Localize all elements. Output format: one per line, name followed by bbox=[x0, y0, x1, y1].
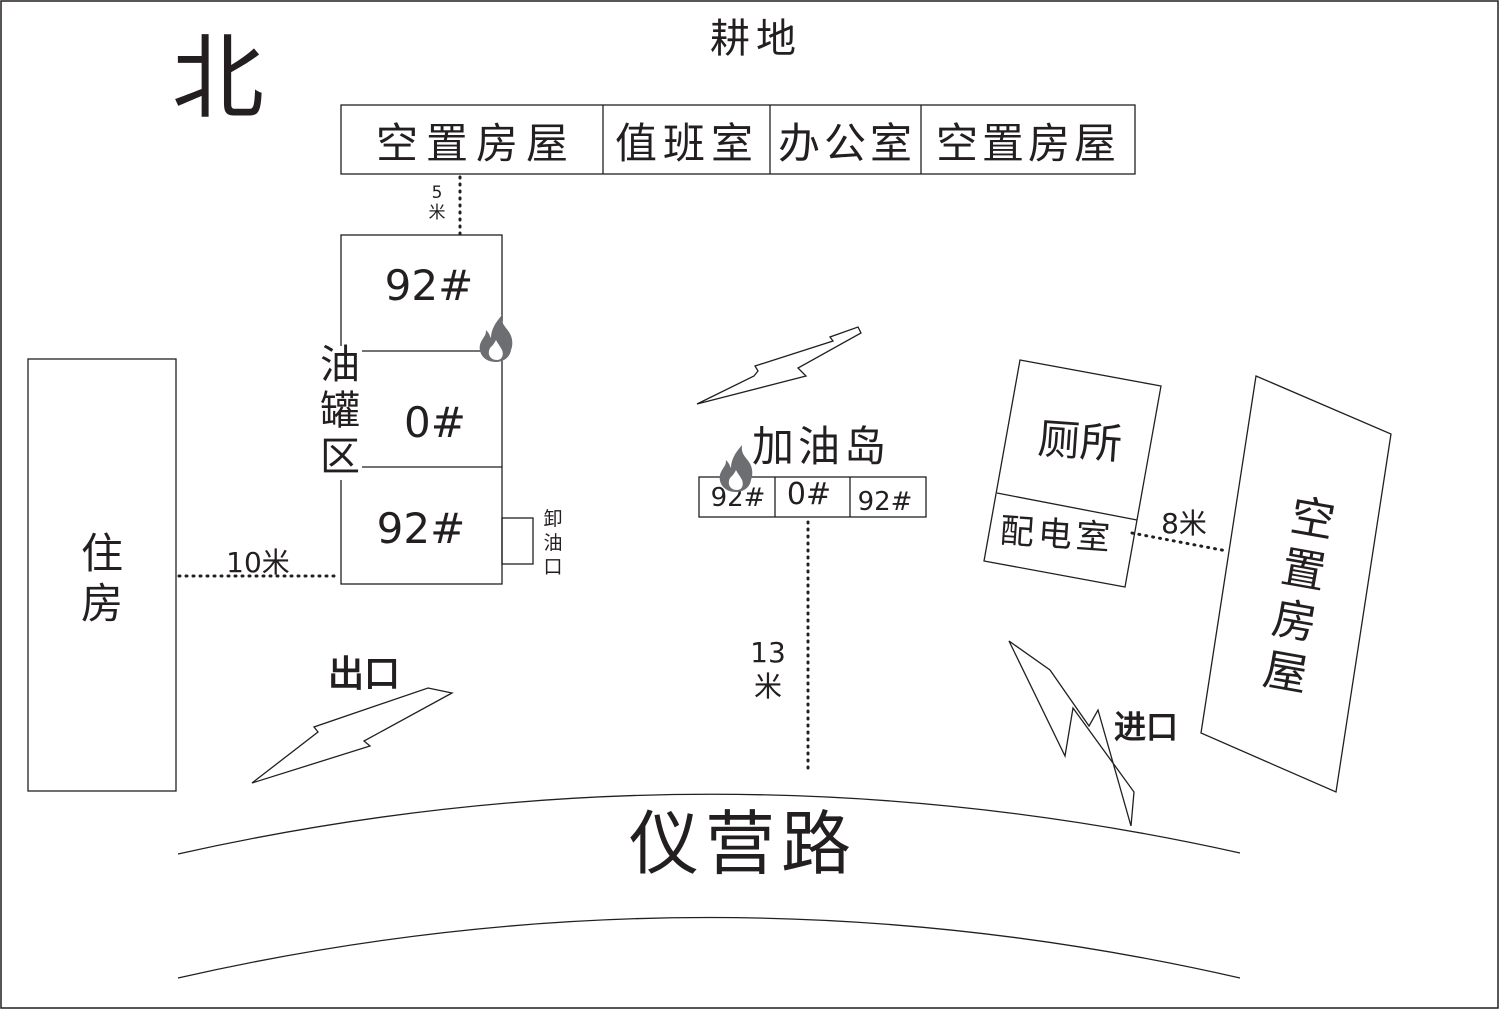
toilet: 厕所 bbox=[1036, 414, 1123, 469]
vacant-east-char-4: 屋 bbox=[1259, 644, 1311, 702]
unloading-port-box bbox=[501, 517, 534, 565]
fire-icon bbox=[479, 315, 513, 362]
vacant-east-char-1: 空 bbox=[1286, 490, 1338, 548]
fire-icon bbox=[719, 445, 753, 492]
tank-area-char-3: 区 bbox=[320, 434, 360, 480]
tank-0: 0# bbox=[404, 398, 466, 447]
north-marker: 北 bbox=[172, 25, 264, 132]
distance-road-unit: 米 bbox=[754, 670, 782, 703]
vacant-house-east bbox=[1200, 375, 1392, 793]
tank-area-char-2: 罐 bbox=[320, 388, 360, 434]
tank-92-bottom: 92# bbox=[377, 504, 466, 553]
duty-room: 值班室 bbox=[615, 119, 759, 168]
fuel-island-label: 加油岛 bbox=[752, 422, 890, 471]
distance-north-number: 5 bbox=[432, 183, 443, 203]
tank-area: 92# 0# 92# 油 罐 区 卸 油 口 bbox=[318, 234, 563, 585]
distance-north-unit: 米 bbox=[429, 203, 446, 223]
unloading-port-char-2: 油 bbox=[543, 532, 562, 554]
housing-building bbox=[27, 358, 177, 792]
exit-label: 出口 bbox=[328, 654, 400, 695]
tank-92-top: 92# bbox=[385, 261, 474, 310]
entrance-label: 进口 bbox=[1114, 708, 1178, 746]
office: 办公室 bbox=[778, 119, 916, 168]
vacant-east-char-3: 房 bbox=[1268, 593, 1320, 651]
unloading-port-char-1: 卸 bbox=[543, 508, 562, 530]
distance-road-number: 13 bbox=[750, 636, 786, 669]
road-edge-north bbox=[177, 793, 1241, 855]
toilet-power-building: 厕所 配电室 bbox=[983, 359, 1162, 588]
power-room: 配电室 bbox=[999, 511, 1116, 559]
distance-right: 8米 bbox=[1161, 507, 1207, 540]
vacant-house-left: 空置房屋 bbox=[376, 119, 576, 168]
vacant-east-char-2: 置 bbox=[1277, 542, 1329, 600]
tank-area-char-1: 油 bbox=[320, 342, 360, 388]
road-name: 仪营路 bbox=[629, 803, 857, 885]
road-edge-south bbox=[177, 916, 1241, 979]
distance-line-right bbox=[1130, 531, 1229, 553]
housing-char-1: 住 bbox=[81, 529, 123, 578]
housing-char-2: 房 bbox=[81, 579, 123, 628]
farmland-label: 耕地 bbox=[710, 16, 802, 62]
exit-arrow bbox=[251, 687, 454, 784]
entrance-arrow bbox=[1008, 640, 1135, 827]
traffic-arrow-island bbox=[696, 326, 862, 405]
distance-housing: 10米 bbox=[226, 546, 290, 579]
pump-0: 0# bbox=[787, 477, 831, 512]
unloading-port-char-3: 口 bbox=[543, 556, 562, 578]
pump-92-right: 92# bbox=[858, 487, 913, 517]
vacant-house-right: 空置房屋 bbox=[936, 119, 1120, 168]
fuel-island: 加油岛 92# 0# 92# bbox=[698, 422, 927, 518]
north-building-row: 空置房屋 值班室 办公室 空置房屋 bbox=[340, 104, 1136, 175]
